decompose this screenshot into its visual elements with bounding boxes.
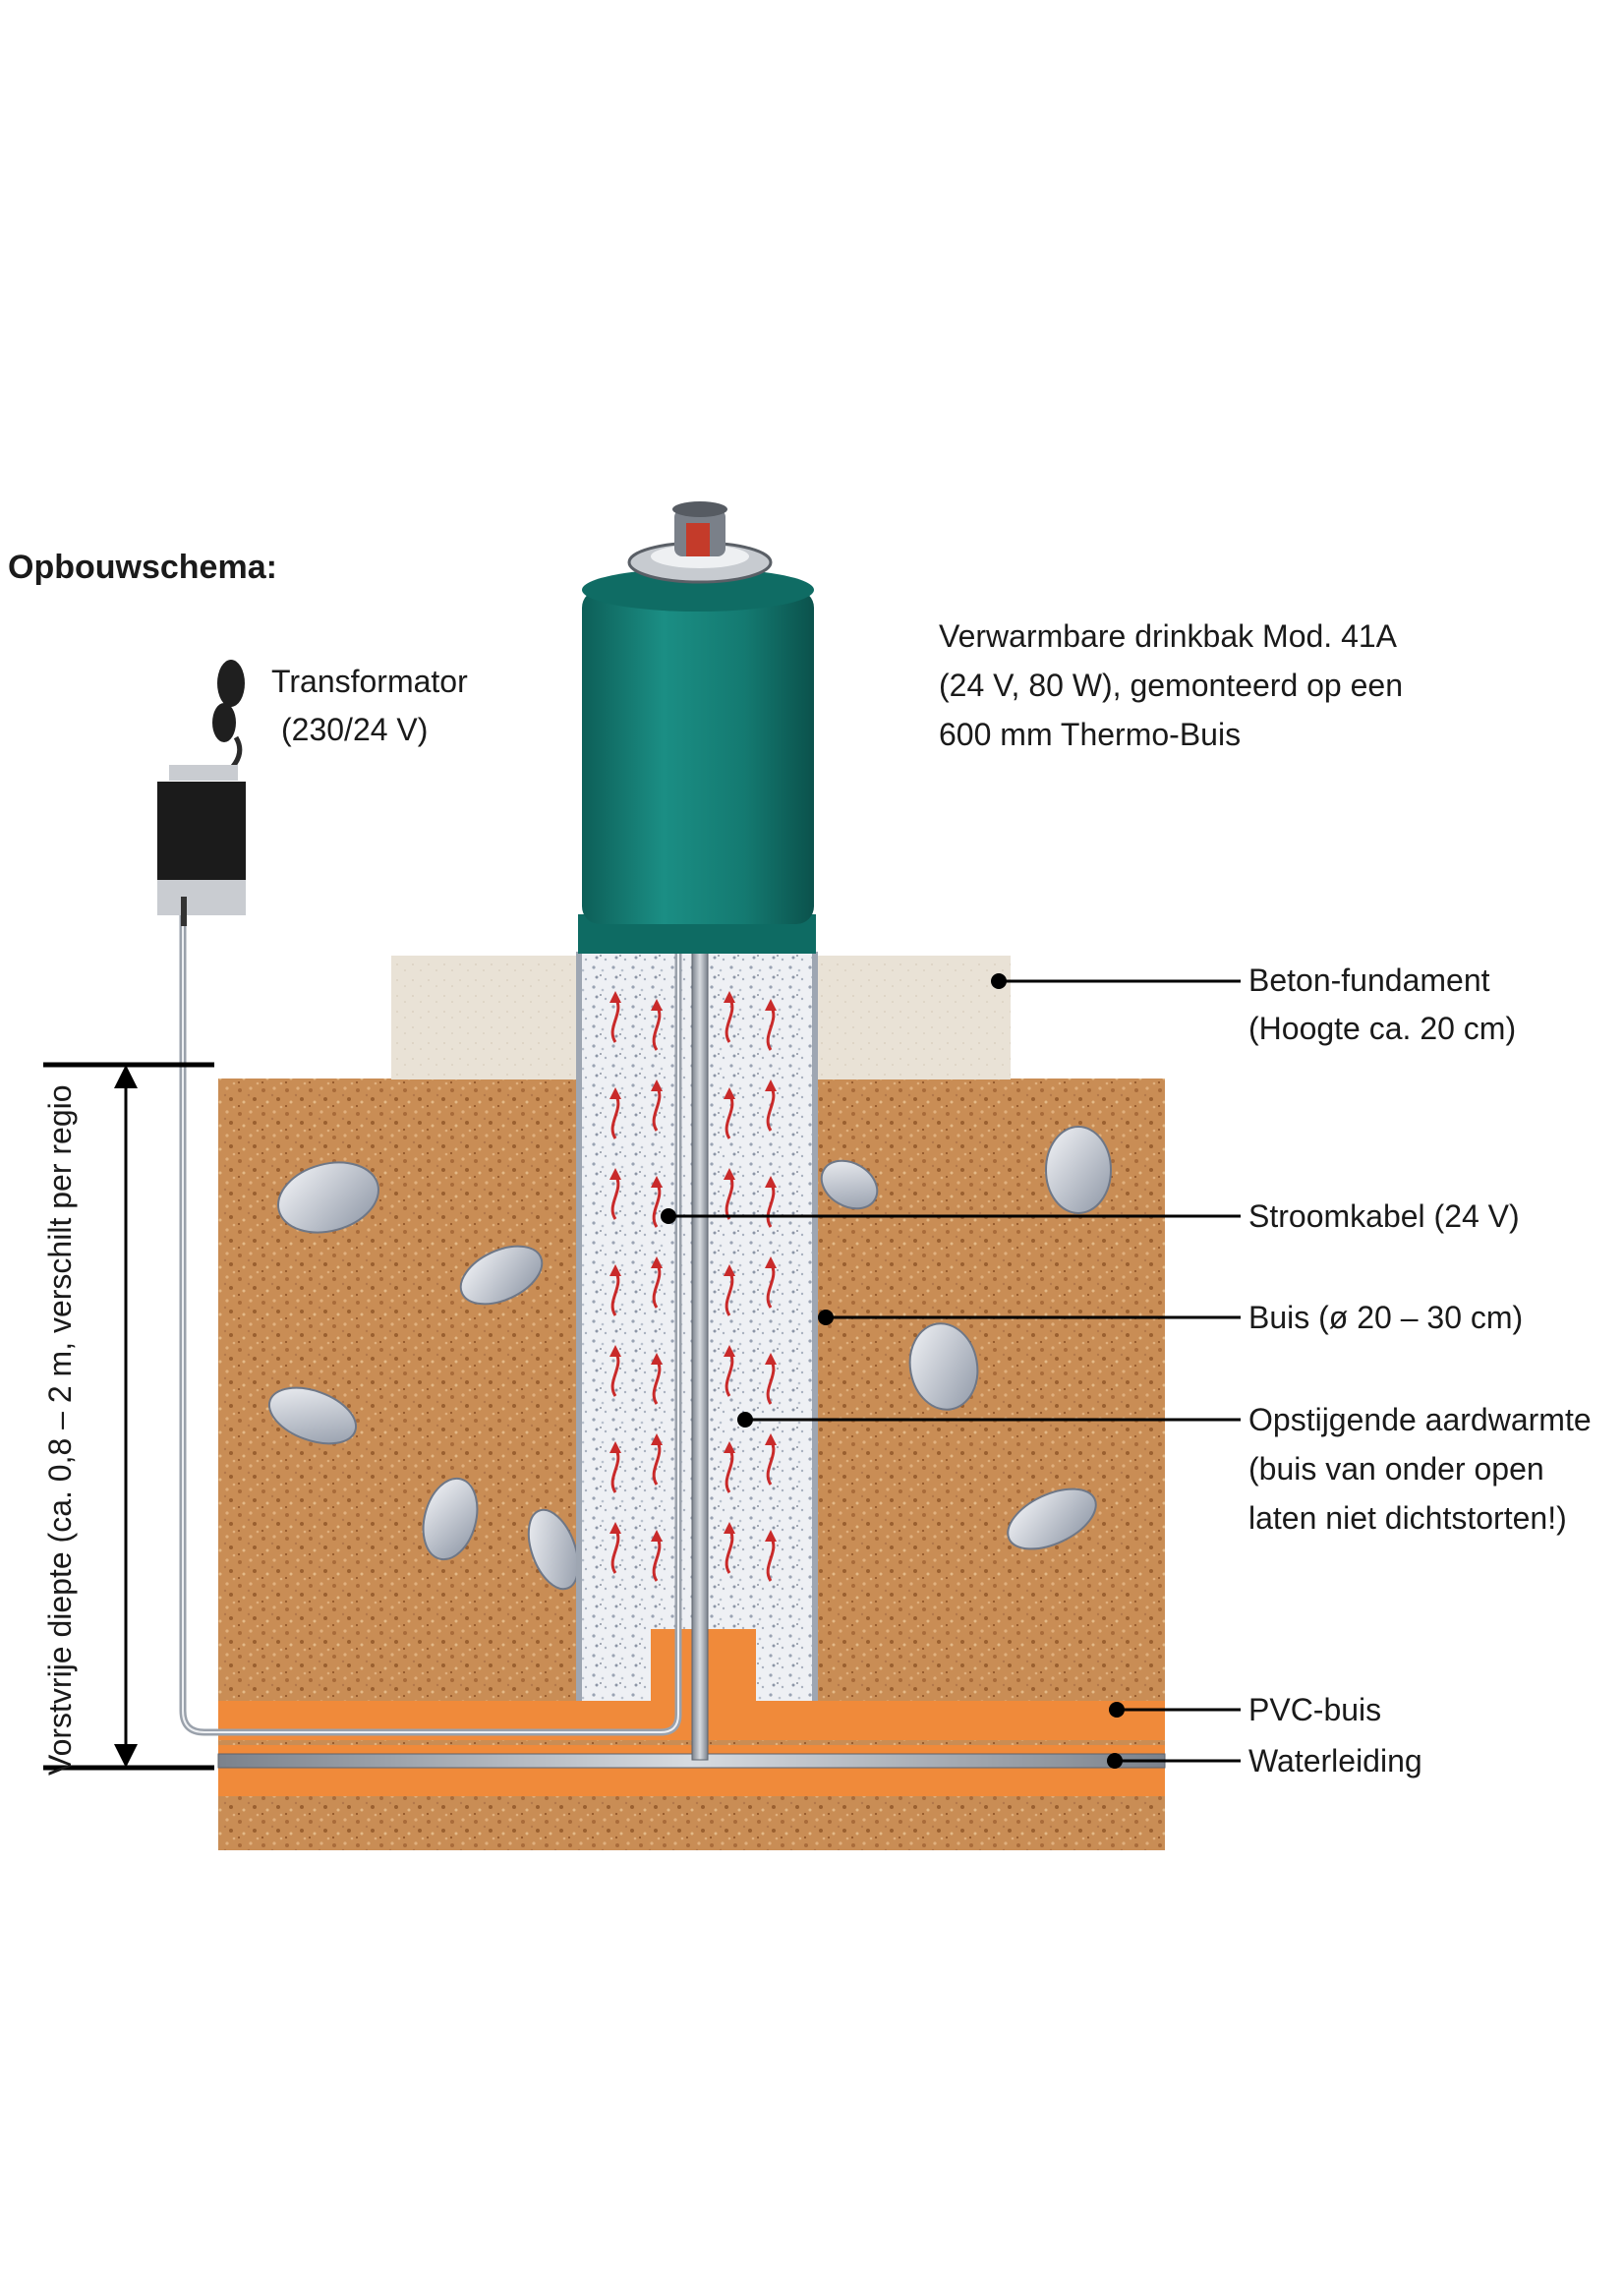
callout-dots bbox=[661, 973, 1125, 1769]
heat-arrowhead bbox=[651, 1256, 663, 1268]
heat-arrowhead bbox=[609, 1345, 621, 1357]
heat-arrowhead bbox=[724, 1441, 735, 1453]
trough-label-line2: (24 V, 80 W), gemonteerd op een bbox=[939, 668, 1403, 703]
transformer-label-line2: (230/24 V) bbox=[281, 712, 428, 747]
heat-label-line1: Opstijgende aardwarmte bbox=[1248, 1402, 1592, 1437]
heat-arrowhead bbox=[724, 991, 735, 1003]
heat-label-line3: laten niet dichtstorten!) bbox=[1248, 1500, 1567, 1536]
pipe-wall-right bbox=[812, 952, 818, 1707]
foundation-label-line1: Beton-fundament bbox=[1248, 962, 1490, 998]
diagram-title: Opbouwschema: bbox=[8, 549, 277, 586]
heated-drinking-trough bbox=[578, 501, 816, 954]
heat-arrowhead bbox=[724, 1168, 735, 1180]
heat-arrows bbox=[609, 991, 777, 1582]
heat-arrowhead bbox=[765, 1530, 777, 1542]
heat-arrowhead bbox=[651, 1530, 663, 1542]
heat-arrowhead bbox=[651, 1433, 663, 1445]
heat-arrowhead bbox=[765, 1079, 777, 1091]
water-riser bbox=[691, 951, 709, 1761]
trough-label-line3: 600 mm Thermo-Buis bbox=[939, 717, 1241, 752]
heat-arrowhead bbox=[765, 1433, 777, 1445]
transformer-label-line1: Transformator bbox=[271, 664, 468, 699]
heat-label-line2: (buis van onder open bbox=[1248, 1451, 1544, 1487]
heat-arrowhead bbox=[724, 1087, 735, 1099]
pipe-wall-left bbox=[576, 952, 582, 1707]
foundation-label-line2: (Hoogte ca. 20 cm) bbox=[1248, 1011, 1516, 1046]
heat-arrowhead bbox=[651, 1176, 663, 1188]
pvc-label: PVC-buis bbox=[1248, 1692, 1381, 1727]
heat-arrowhead bbox=[724, 1522, 735, 1534]
water-label: Waterleiding bbox=[1248, 1743, 1422, 1778]
heat-arrowhead bbox=[609, 991, 621, 1003]
heat-arrowhead bbox=[609, 1441, 621, 1453]
transformer bbox=[157, 660, 246, 926]
heat-arrowhead bbox=[724, 1345, 735, 1357]
heat-arrowhead bbox=[724, 1264, 735, 1276]
callout-leaders bbox=[668, 979, 1241, 1763]
heat-arrowhead bbox=[609, 1264, 621, 1276]
heat-arrowhead bbox=[765, 1176, 777, 1188]
heat-arrowhead bbox=[609, 1168, 621, 1180]
heat-arrowhead bbox=[765, 999, 777, 1011]
frost-depth-label: Vorstvrije diepte (ca. 0,8 – 2 m, versch… bbox=[42, 1084, 78, 1776]
trough-label-line1: Verwarmbare drinkbak Mod. 41A bbox=[939, 618, 1398, 654]
rocks bbox=[267, 1126, 1112, 1591]
frost-depth-marker bbox=[43, 1062, 214, 1771]
heat-arrowhead bbox=[651, 1079, 663, 1091]
heat-arrowhead bbox=[765, 1256, 777, 1268]
heat-arrowhead bbox=[651, 1353, 663, 1365]
pipe-label: Buis (ø 20 – 30 cm) bbox=[1248, 1300, 1523, 1335]
heat-arrowhead bbox=[609, 1522, 621, 1534]
heat-arrowhead bbox=[765, 1353, 777, 1365]
heat-arrowhead bbox=[651, 999, 663, 1011]
cable-label: Stroomkabel (24 V) bbox=[1248, 1198, 1520, 1234]
heat-arrowhead bbox=[609, 1087, 621, 1099]
